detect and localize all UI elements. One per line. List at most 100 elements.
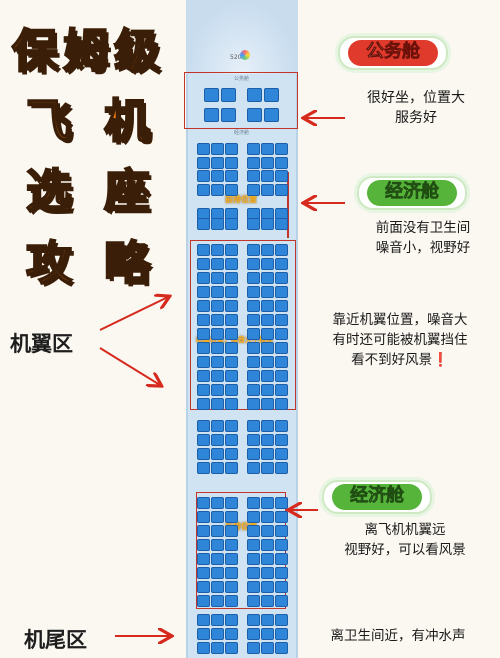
seat xyxy=(225,356,238,368)
seat xyxy=(275,143,288,155)
seat xyxy=(197,434,210,446)
seat xyxy=(261,314,274,326)
title-char: 攻 xyxy=(25,236,73,290)
seat xyxy=(275,581,288,593)
seat xyxy=(211,384,224,396)
seat xyxy=(247,184,260,196)
seat xyxy=(247,525,260,537)
seat xyxy=(261,218,274,230)
seat xyxy=(211,539,224,551)
wing-note-line: 看不到好风景❗ xyxy=(351,352,449,368)
seat xyxy=(197,614,210,626)
seat xyxy=(247,567,260,579)
seat xyxy=(247,258,260,270)
seat xyxy=(261,511,274,523)
seat xyxy=(247,286,260,298)
seat xyxy=(264,108,279,122)
seat xyxy=(261,462,274,474)
wing-note-line: 有时还可能被机翼挡住 xyxy=(332,332,468,348)
zone-label-wing: 机翼位置，噪音大不推荐 xyxy=(196,336,273,344)
seat xyxy=(197,567,210,579)
seat xyxy=(261,300,274,312)
title-char: 姆 xyxy=(62,24,110,78)
seat xyxy=(197,300,210,312)
seat xyxy=(211,286,224,298)
seat xyxy=(204,88,219,102)
economy-front-note: 前面没有卫生间 噪音小，视野好 xyxy=(358,218,488,258)
seat xyxy=(261,581,274,593)
seat xyxy=(247,218,260,230)
seat xyxy=(261,272,274,284)
seat xyxy=(225,170,238,182)
seat xyxy=(247,497,260,509)
seat xyxy=(197,157,210,169)
seat xyxy=(197,581,210,593)
economy-rear-badge-label: 经济舱 xyxy=(332,484,422,510)
seat xyxy=(211,511,224,523)
heart-icon xyxy=(240,50,250,60)
seat xyxy=(211,314,224,326)
seat xyxy=(197,342,210,354)
tail-note-line: 离卫生间近，有冲水声 xyxy=(330,628,466,644)
seat xyxy=(275,567,288,579)
tail-note: 离卫生间近，有冲水声 xyxy=(308,626,488,646)
seat xyxy=(197,244,210,256)
seat xyxy=(225,286,238,298)
wing-zone-box xyxy=(190,240,296,410)
economy-front-note-line: 噪音小，视野好 xyxy=(375,240,471,256)
seat xyxy=(247,300,260,312)
seat xyxy=(261,497,274,509)
business-note-line: 很好坐，位置大 xyxy=(367,90,465,106)
seat xyxy=(211,398,224,410)
seat xyxy=(225,614,238,626)
business-cabin-label: 公务舱 xyxy=(234,76,250,82)
seat xyxy=(247,356,260,368)
economy-rear-note: 离飞机机翼远 视野好，可以看风景 xyxy=(330,520,480,560)
seat xyxy=(225,370,238,382)
seat xyxy=(247,553,260,565)
seat xyxy=(211,462,224,474)
title-char: 飞 xyxy=(25,94,73,148)
seat xyxy=(261,184,274,196)
seat xyxy=(275,398,288,410)
zone-label-front: 前排位置 xyxy=(225,195,257,204)
seat xyxy=(261,553,274,565)
seat xyxy=(197,462,210,474)
seat xyxy=(275,184,288,196)
wing-note-line: 靠近机翼位置，噪音大 xyxy=(332,312,468,328)
seat xyxy=(275,384,288,396)
seat xyxy=(211,525,224,537)
seat xyxy=(261,258,274,270)
seat xyxy=(247,244,260,256)
seat xyxy=(275,614,288,626)
seat xyxy=(197,525,210,537)
seat xyxy=(211,157,224,169)
seat xyxy=(247,108,262,122)
economy-rear-note-line: 离飞机机翼远 xyxy=(364,522,446,538)
seat xyxy=(197,595,210,607)
seat xyxy=(225,258,238,270)
seat xyxy=(197,497,210,509)
seat xyxy=(275,286,288,298)
seat xyxy=(197,258,210,270)
seat xyxy=(225,384,238,396)
title-char: 级 xyxy=(113,24,161,78)
seat xyxy=(261,398,274,410)
seat xyxy=(197,328,210,340)
arrow-wing-down xyxy=(99,347,160,385)
seat xyxy=(247,88,262,102)
business-note-line: 服务好 xyxy=(395,110,437,126)
seat xyxy=(225,525,238,537)
seat xyxy=(275,434,288,446)
seat xyxy=(197,272,210,284)
seat xyxy=(261,170,274,182)
seat xyxy=(197,384,210,396)
seat xyxy=(197,170,210,182)
seat xyxy=(261,628,274,640)
seat xyxy=(197,553,210,565)
tail-area-label: 机尾区 xyxy=(24,628,87,652)
seat xyxy=(197,511,210,523)
seat xyxy=(261,157,274,169)
seat xyxy=(225,595,238,607)
title-char: 保 xyxy=(11,24,59,78)
